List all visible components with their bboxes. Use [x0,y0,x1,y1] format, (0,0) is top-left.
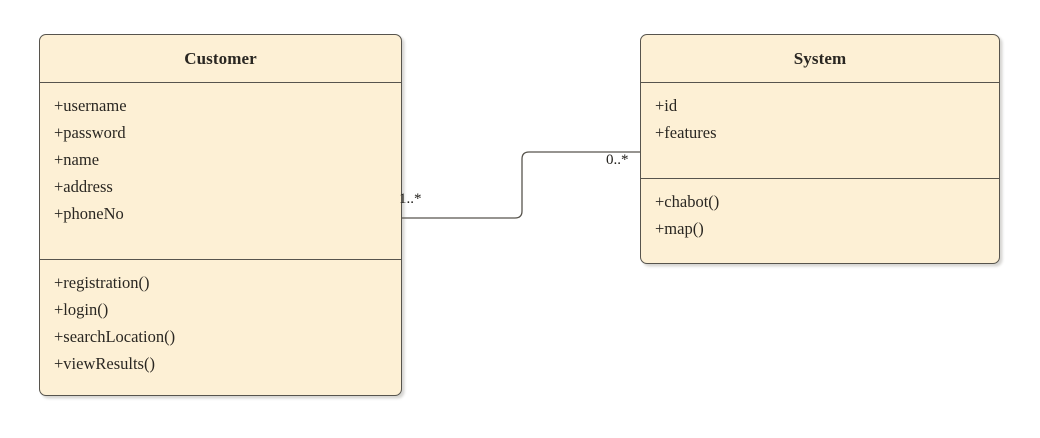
attribute-item: +password [54,123,126,142]
attribute-item: +name [54,150,100,169]
method-item: +chabot() [655,192,720,211]
class-name-system: System [793,48,847,68]
method-item: +searchLocation() [54,327,176,346]
method-item: +registration() [54,273,150,292]
method-item: +map() [655,219,704,238]
uml-class-system[interactable]: System +id +features +chabot() +map() [640,34,1000,264]
compartment-divider [40,82,401,83]
multiplicity-label-target: 0..* [606,152,629,168]
methods-compartment-customer: +registration() +login() +searchLocation… [40,260,401,383]
association-line [401,151,641,219]
attribute-item: +id [655,96,678,115]
attribute-item: +phoneNo [54,204,124,223]
attribute-item: +features [655,123,717,142]
method-item: +login() [54,300,109,319]
compartment-divider [641,178,999,179]
attributes-compartment-customer: +username +password +name +address +phon… [40,83,401,259]
method-item: +viewResults() [54,354,155,373]
class-name-customer: Customer [184,48,257,68]
attributes-compartment-system: +id +features [641,83,999,178]
uml-class-customer[interactable]: Customer +username +password +name +addr… [39,34,402,396]
compartment-divider [641,82,999,83]
attribute-item: +address [54,177,113,196]
methods-compartment-system: +chabot() +map() [641,179,999,248]
attribute-item: +username [54,96,127,115]
multiplicity-label-source: 1..* [399,191,422,207]
compartment-divider [40,259,401,260]
